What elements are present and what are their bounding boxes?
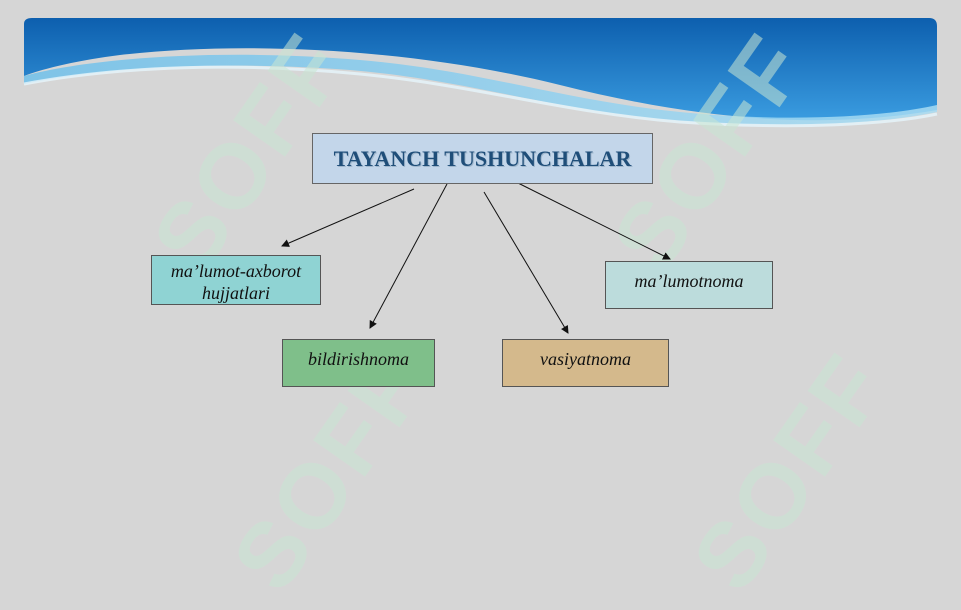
arrow-to-vasiyatnoma: [483, 191, 569, 334]
arrow-to-malumotnoma: [517, 182, 671, 260]
node-malumotnoma: ma’lumotnoma: [605, 261, 773, 309]
title-text: TAYANCH TUSHUNCHALAR: [333, 145, 632, 171]
node-bildirishnoma: bildirishnoma: [282, 339, 435, 387]
node-label: vasiyatnoma: [540, 349, 631, 369]
arrow-to-malumot-axborot: [281, 188, 415, 247]
connector-arrows: [281, 182, 671, 334]
title-box: TAYANCH TUSHUNCHALAR: [312, 133, 653, 184]
node-malumot-axborot: ma’lumot-axborot hujjatlari: [151, 255, 321, 305]
arrow-to-bildirishnoma: [369, 183, 448, 329]
node-label: bildirishnoma: [307, 349, 409, 369]
header-wave-banner: [23, 18, 938, 128]
node-label: ma’lumot-axborot hujjatlari: [170, 261, 302, 303]
node-label: ma’lumotnoma: [634, 271, 744, 291]
node-vasiyatnoma: vasiyatnoma: [502, 339, 669, 387]
